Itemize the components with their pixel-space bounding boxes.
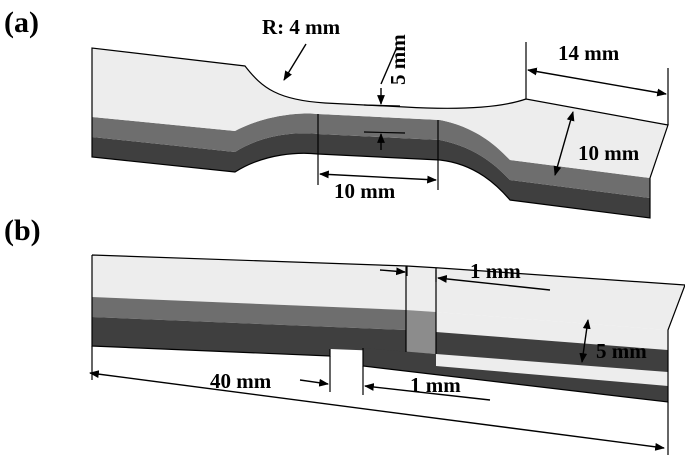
width-label: 10 mm (578, 141, 640, 165)
strip-outline (91, 254, 685, 403)
top-gap-label: 1 mm (470, 259, 521, 283)
panel-a: (a) R: 4 mm 5 mm 14 mm 10 mm 10 mm (4, 6, 669, 219)
gap-insert-block (406, 310, 436, 354)
top-gap-arrow-right (437, 275, 551, 291)
thickness-dimension (579, 319, 591, 363)
strip-lower-side-left (92, 317, 406, 356)
dogbone-side-face-dark (92, 133, 650, 218)
gauge-length-label: 10 mm (334, 179, 396, 203)
end-length-dimension (527, 67, 667, 97)
bottom-gap-label: 1 mm (410, 373, 461, 397)
total-length-label: 40 mm (210, 369, 272, 393)
strip-upper-side-left (92, 297, 406, 330)
neck-leader (380, 46, 398, 85)
neck-thickness-label: 5 mm (386, 34, 410, 85)
total-length-dimension (89, 370, 665, 451)
neck-ext-bottom (363, 131, 406, 134)
gauge-length-dimension (319, 170, 437, 184)
radius-label: R: 4 mm (262, 15, 341, 39)
strip-upper-side-right (436, 312, 668, 350)
bottom-gap-arrow-left (299, 378, 329, 387)
strip-top-face (92, 255, 685, 330)
panel-a-label: (a) (4, 6, 39, 39)
panel-b: (b) 1 mm 5 mm 40 mm (4, 214, 685, 455)
dogbone-side-face-mid (92, 113, 650, 198)
radius-arrow (283, 43, 307, 81)
bottom-gap-arrow-right (364, 383, 491, 401)
neck-ext-top (363, 104, 401, 107)
width-dimension (553, 111, 575, 176)
panel-b-label: (b) (4, 214, 41, 247)
dogbone-top-face (92, 48, 668, 178)
end-length-label: 14 mm (558, 41, 620, 65)
top-gap-arrow-left (379, 267, 406, 276)
thickness-label: 5 mm (596, 339, 647, 363)
